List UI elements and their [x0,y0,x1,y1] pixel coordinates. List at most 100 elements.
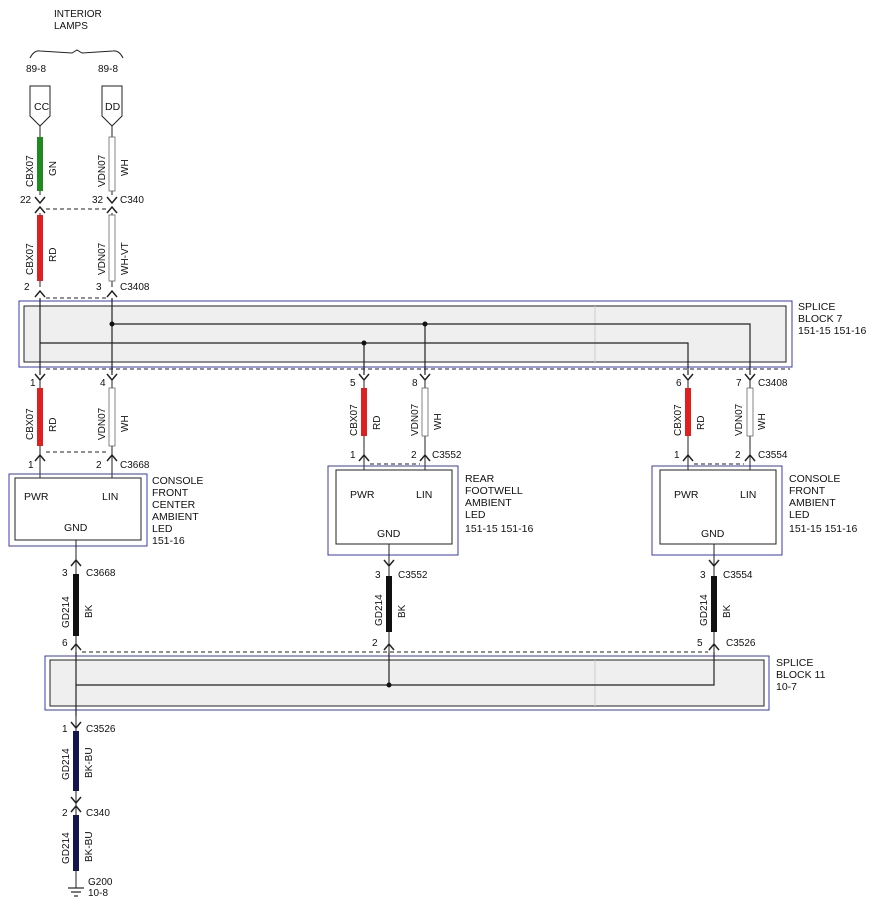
wire-cbx07-rd-color: RD [372,416,383,430]
component-left-name-3: CENTER [152,499,196,511]
connector-c3408-top: C3408 [120,282,150,293]
wire-gd214-bkbu-color: BK-BU [84,831,95,862]
splice-block-7-line3: 151-15 151-16 [798,325,866,337]
connector-c3554-top: C3554 [758,450,788,461]
pin-5: 5 [697,638,703,649]
wire-gd214-bkbu-color: BK-BU [84,747,95,778]
wire-gd214-bk [386,576,392,632]
pin-1: 1 [674,450,680,461]
wire-gd214-bk-color: BK [397,604,408,618]
connector-arrows [106,196,118,214]
splice-block-11-line3: 10-7 [776,681,797,693]
connector-c3552-top: C3552 [432,450,462,461]
wire-vdn07-wh-color: WH [120,415,131,432]
ground-ref: 10-8 [88,888,108,899]
connector-arrows [34,289,46,298]
header-line1: INTERIOR [54,9,102,20]
connector-cc: CC [29,85,51,127]
connector-arrows [70,796,82,813]
wire-cbx07-rd [37,215,43,281]
component-right-ref: 151-15 151-16 [789,523,857,535]
pin-8: 8 [412,378,418,389]
pin-4: 4 [100,378,106,389]
connector-c3408-bottom: C3408 [758,378,788,389]
splice-block-11-line2: BLOCK 11 [776,669,826,681]
dd-ref: 89-8 [98,64,118,75]
wire-vdn07-wh [746,387,754,437]
wire-gd214-bk-color: BK [84,604,95,618]
component-left-pwr: PWR [24,491,49,503]
component-right-name-2: FRONT [789,485,826,497]
splice-block-11-line1: SPLICE [776,657,813,669]
wire-vdn07-whvt-color: WH-VT [120,242,131,275]
wire-cbx07-rd-circuit: CBX07 [25,243,36,275]
pin-2: 2 [24,282,30,293]
wire-gd214-bkbu-circuit: GD214 [61,832,72,864]
wire-vdn07-wh-color: WH [120,159,131,176]
component-left-lin: LIN [102,491,118,503]
connector-arrows [383,642,395,651]
component-mid-name-4: LED [465,509,486,521]
component-right-led [651,465,783,556]
wire-vdn07-wh-circuit: VDN07 [97,407,108,440]
component-right-lin: LIN [740,489,756,501]
wire-vdn07-wh [108,136,116,192]
component-right-name-4: LED [789,509,810,521]
pin-5: 5 [350,378,356,389]
splice-block-7-line2: BLOCK 7 [798,313,843,325]
connector-arrows [106,289,118,298]
pin-1: 1 [62,724,68,735]
connector-arrows [70,642,82,651]
component-left-name-4: AMBIENT [152,511,199,523]
connector-cc-label: CC [34,101,50,113]
pin-3: 3 [96,282,102,293]
connector-arrows [70,721,82,730]
component-left-gnd: GND [64,522,88,534]
header-line2: LAMPS [54,21,88,32]
component-mid-lin: LIN [416,489,432,501]
pin-2: 2 [411,450,417,461]
component-mid-name-1: REAR [465,473,495,485]
pin-3: 3 [62,568,68,579]
connector-arrows [708,642,720,651]
wire-vdn07-wh-circuit: VDN07 [734,403,745,436]
connector-dd: DD [101,85,123,127]
component-left-led [8,473,148,547]
component-left-name-2: FRONT [152,487,189,499]
header-brace [29,49,124,59]
pin-1: 1 [350,450,356,461]
wire-gd214-bk [711,576,717,632]
connector-c3668-gnd: C3668 [86,568,116,579]
pin-2: 2 [735,450,741,461]
pin-2: 2 [62,808,68,819]
wire-vdn07-whvt [108,214,116,282]
wire-gd214-bk-circuit: GD214 [699,594,710,626]
wire-gd214-bkbu [73,815,79,871]
wire-cbx07-rd-circuit: CBX07 [349,404,360,436]
pin-32: 32 [92,195,104,206]
connector-arrows [34,373,756,382]
connector-c340-bottom: C340 [86,808,110,819]
wire-gd214-bk-circuit: GD214 [61,596,72,628]
wire-vdn07-wh-color: WH [433,413,444,430]
wire-gd214-bk-color: BK [722,604,733,618]
wire-vdn07-wh-circuit: VDN07 [410,403,421,436]
pin-7: 7 [736,378,742,389]
component-mid-ref: 151-15 151-16 [465,523,533,535]
wire-gd214-bk-circuit: GD214 [374,594,385,626]
wire-cbx07-gn-circuit: CBX07 [25,155,36,187]
component-mid-name-2: FOOTWELL [465,485,523,497]
wire-gd214-bkbu-circuit: GD214 [61,748,72,780]
splice-block-7-line1: SPLICE [798,301,835,313]
component-mid-pwr: PWR [350,489,375,501]
pin-22: 22 [20,195,32,206]
wire-cbx07-rd [685,388,691,436]
component-right-pwr: PWR [674,489,699,501]
wire-vdn07-wh [421,387,429,437]
connector-arrows [682,453,756,462]
wire-cbx07-rd-color: RD [48,418,59,432]
connector-arrows [70,558,82,567]
splice-block-7 [18,298,793,375]
connector-arrows [34,196,46,214]
